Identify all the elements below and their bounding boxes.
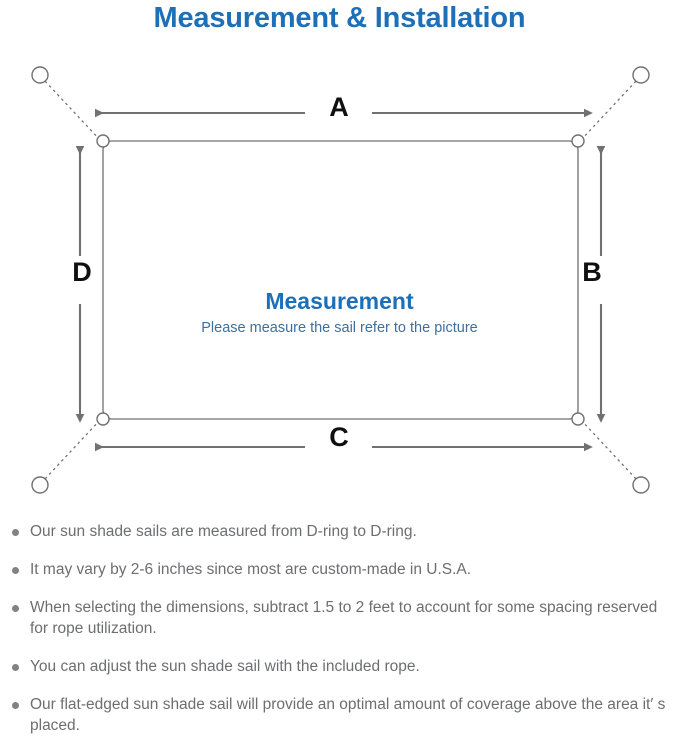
list-item-text: It may vary by 2-6 inches since most are…	[30, 560, 472, 578]
sail-shape	[102, 140, 579, 420]
anchor-point-icon	[632, 66, 650, 84]
list-item-text: Our sun shade sails are measured from D-…	[30, 523, 417, 540]
d-ring-icon	[96, 134, 110, 148]
dimension-label-d: D	[72, 257, 92, 287]
rope-dotted-line-icon	[43, 79, 101, 141]
list-item-text: When selecting the dimensions, subtract …	[30, 598, 658, 637]
list-item-text: You can adjust the sun shade sail with t…	[30, 657, 420, 675]
bullet-icon	[12, 566, 19, 574]
rope-dotted-line-icon	[43, 419, 101, 481]
bullet-icon	[12, 701, 19, 709]
list-item: You can adjust the sun shade sail with t…	[0, 657, 679, 678]
rope-dotted-line-icon	[580, 79, 638, 141]
d-ring-icon	[571, 412, 585, 426]
anchor-point-icon	[31, 66, 49, 84]
list-item: Our flat-edged sun shade sail will provi…	[0, 695, 679, 737]
dimension-label-c: C	[329, 422, 349, 452]
rope-dotted-line-icon	[580, 419, 638, 481]
bullet-icon	[12, 529, 19, 536]
notes-list: Our sun shade sails are measured from D-…	[0, 522, 679, 736]
list-item: Our sun shade sails are measured from D-…	[0, 522, 679, 543]
list-item: It may vary by 2-6 inches since most are…	[0, 560, 679, 581]
d-ring-icon	[571, 134, 585, 148]
list-item: When selecting the dimensions, subtract …	[0, 598, 679, 640]
page-title: Measurement & Installation	[153, 2, 526, 34]
bullet-icon	[12, 604, 19, 612]
dimension-label-a: A	[329, 92, 349, 122]
anchor-point-icon	[31, 476, 49, 494]
bullet-icon	[12, 663, 19, 671]
anchor-points	[31, 66, 650, 494]
d-ring-icon	[96, 412, 110, 426]
rope-lines	[43, 79, 638, 481]
list-item-text: Our flat-edged sun shade sail will provi…	[30, 695, 666, 734]
anchor-point-icon	[632, 476, 650, 494]
dimension-label-b: B	[582, 257, 602, 287]
d-rings	[96, 134, 585, 426]
